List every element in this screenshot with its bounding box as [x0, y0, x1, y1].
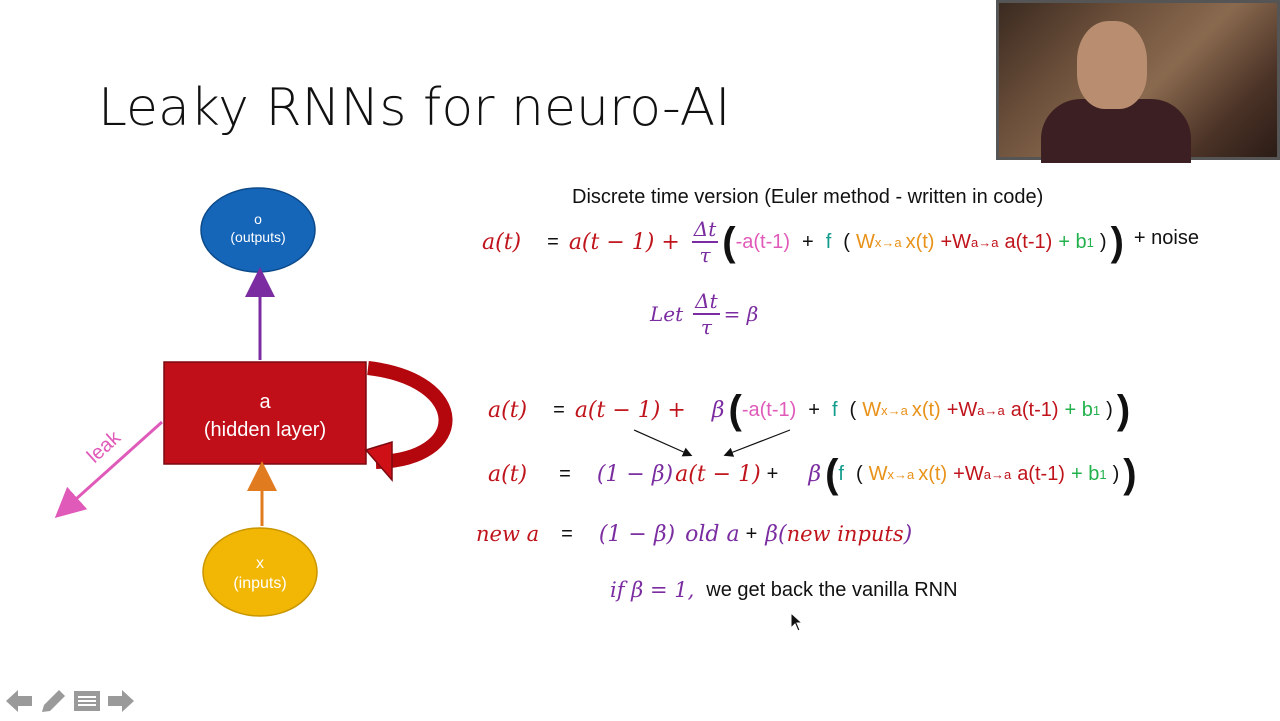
let-beta: Let Δt τ = β	[650, 289, 759, 339]
presenter-head	[1077, 21, 1147, 109]
delta-t-over-tau: Δt τ	[691, 217, 719, 267]
input-node-sublabel: (inputs)	[233, 575, 287, 592]
output-node-label: o	[254, 211, 262, 227]
input-node-label: x	[256, 555, 264, 572]
output-node-sublabel: (outputs)	[230, 229, 286, 245]
presentation-toolbar	[4, 688, 140, 714]
arrow-right-icon[interactable]	[106, 688, 136, 714]
arrow-left-icon[interactable]	[4, 688, 34, 714]
hidden-node-sublabel: (hidden layer)	[203, 419, 327, 441]
rnn-diagram	[54, 187, 453, 617]
mouse-cursor-icon	[790, 612, 804, 632]
webcam-video	[996, 0, 1280, 163]
presenter-body	[1041, 99, 1191, 163]
recurrent-arrow	[367, 361, 453, 469]
input-node	[202, 527, 318, 617]
equation-4: new a = (1 − β) old a + β( new inputs )	[476, 521, 913, 547]
converging-arrows	[633, 429, 791, 457]
equation-1: a(t) = a(t − 1) + Δt τ ( -a(t-1) + f ( W…	[482, 217, 1199, 267]
pen-icon[interactable]	[38, 688, 68, 714]
leak-arrow	[54, 420, 164, 519]
vanilla-note: if β = 1, we get back the vanilla RNN	[610, 578, 958, 602]
slide-title: Leaky RNNs for neuro-AI	[98, 78, 731, 138]
hidden-node-label: a	[259, 391, 271, 413]
menu-icon[interactable]	[72, 688, 102, 714]
equation-heading: Discrete time version (Euler method - wr…	[572, 186, 1044, 208]
